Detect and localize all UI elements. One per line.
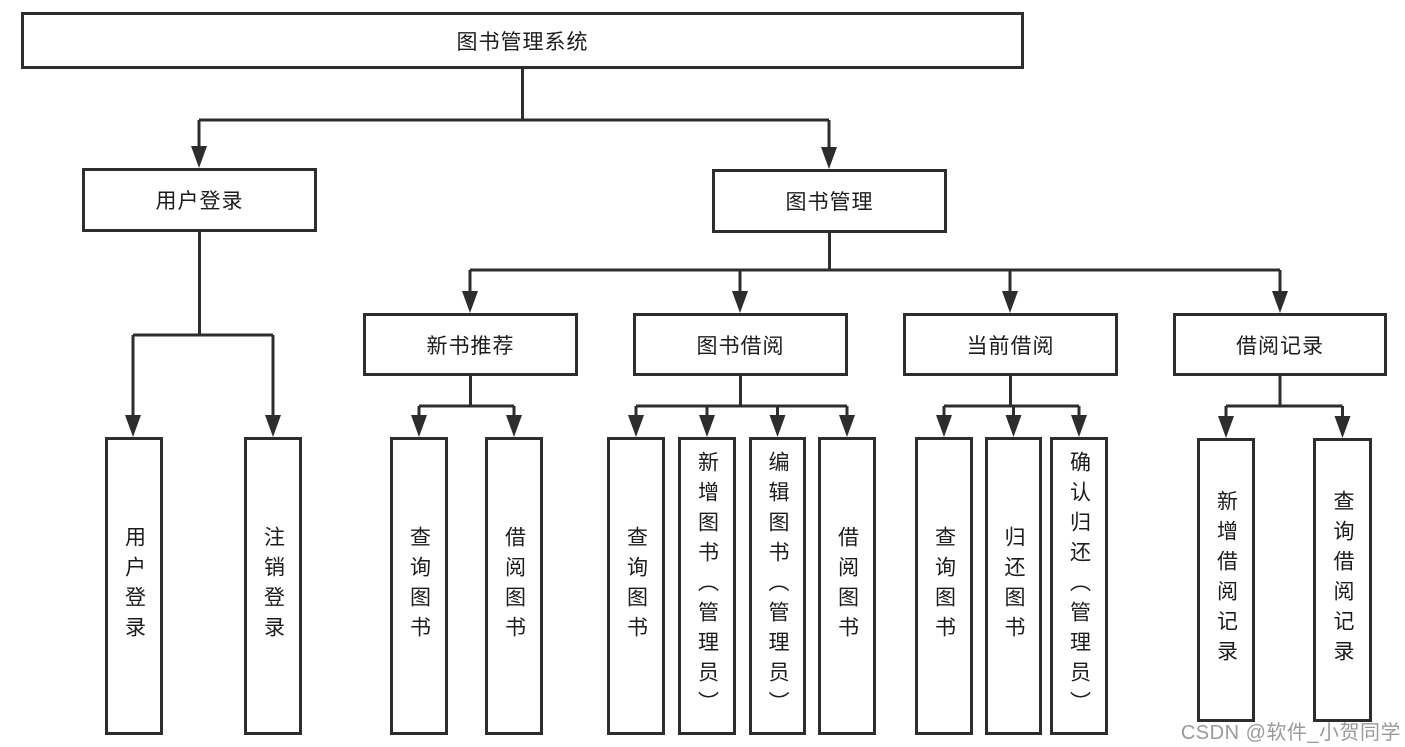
leaf-query-book-borrow-label: 查询图书 (624, 526, 648, 646)
leaf-query-borrow-record: 查询借阅记录 (1313, 438, 1372, 722)
node-book-management-label: 图书管理 (785, 191, 874, 214)
leaf-query-book-current-label: 查询图书 (932, 526, 956, 646)
node-borrow-records: 借阅记录 (1173, 313, 1387, 376)
leaf-add-book-admin-label: 新增图书（管理员） (695, 451, 719, 721)
node-new-book-recommend-label: 新书推荐 (426, 334, 515, 358)
leaf-return-book-label: 归还图书 (1002, 526, 1025, 646)
leaf-confirm-return-admin: 确认归还（管理员） (1050, 437, 1108, 735)
leaf-borrow-book-label: 借阅图书 (835, 526, 859, 646)
leaf-add-book-admin: 新增图书（管理员） (678, 437, 736, 735)
watermark: CSDN @软件_小贺同学 (1180, 722, 1401, 744)
leaf-borrow-book-recommend: 借阅图书 (485, 437, 543, 735)
leaf-logout-label: 注销登录 (261, 526, 285, 646)
leaf-add-borrow-record-label: 新增借阅记录 (1214, 490, 1238, 670)
node-book-borrow-label: 图书借阅 (696, 334, 785, 358)
arrowheads (125, 146, 1351, 438)
leaf-confirm-return-admin-label: 确认归还（管理员） (1067, 451, 1091, 721)
leaf-user-login: 用户登录 (105, 437, 163, 735)
node-root-label: 图书管理系统 (456, 30, 589, 54)
leaf-return-book: 归还图书 (985, 437, 1042, 735)
node-user-login-label: 用户登录 (155, 190, 244, 213)
leaf-query-book-borrow: 查询图书 (607, 437, 665, 735)
leaf-borrow-book: 借阅图书 (818, 437, 876, 735)
node-root: 图书管理系统 (21, 12, 1024, 69)
leaf-query-book-recommend: 查询图书 (390, 437, 448, 735)
leaf-query-book-recommend-label: 查询图书 (407, 526, 431, 646)
node-current-borrow: 当前借阅 (903, 313, 1118, 376)
node-user-login: 用户登录 (82, 168, 317, 232)
leaf-user-login-label: 用户登录 (122, 526, 146, 646)
node-book-management: 图书管理 (712, 169, 947, 233)
leaf-add-borrow-record: 新增借阅记录 (1197, 438, 1255, 722)
node-new-book-recommend: 新书推荐 (363, 313, 578, 376)
node-current-borrow-label: 当前借阅 (966, 334, 1055, 358)
leaf-edit-book-admin: 编辑图书（管理员） (749, 437, 806, 735)
leaf-edit-book-admin-label: 编辑图书（管理员） (766, 451, 789, 721)
leaf-query-book-current: 查询图书 (915, 437, 973, 735)
leaf-borrow-book-recommend-label: 借阅图书 (502, 526, 526, 646)
node-book-borrow: 图书借阅 (633, 313, 848, 376)
node-borrow-records-label: 借阅记录 (1236, 334, 1324, 358)
leaf-query-borrow-record-label: 查询借阅记录 (1331, 490, 1354, 670)
leaf-logout: 注销登录 (244, 437, 302, 735)
